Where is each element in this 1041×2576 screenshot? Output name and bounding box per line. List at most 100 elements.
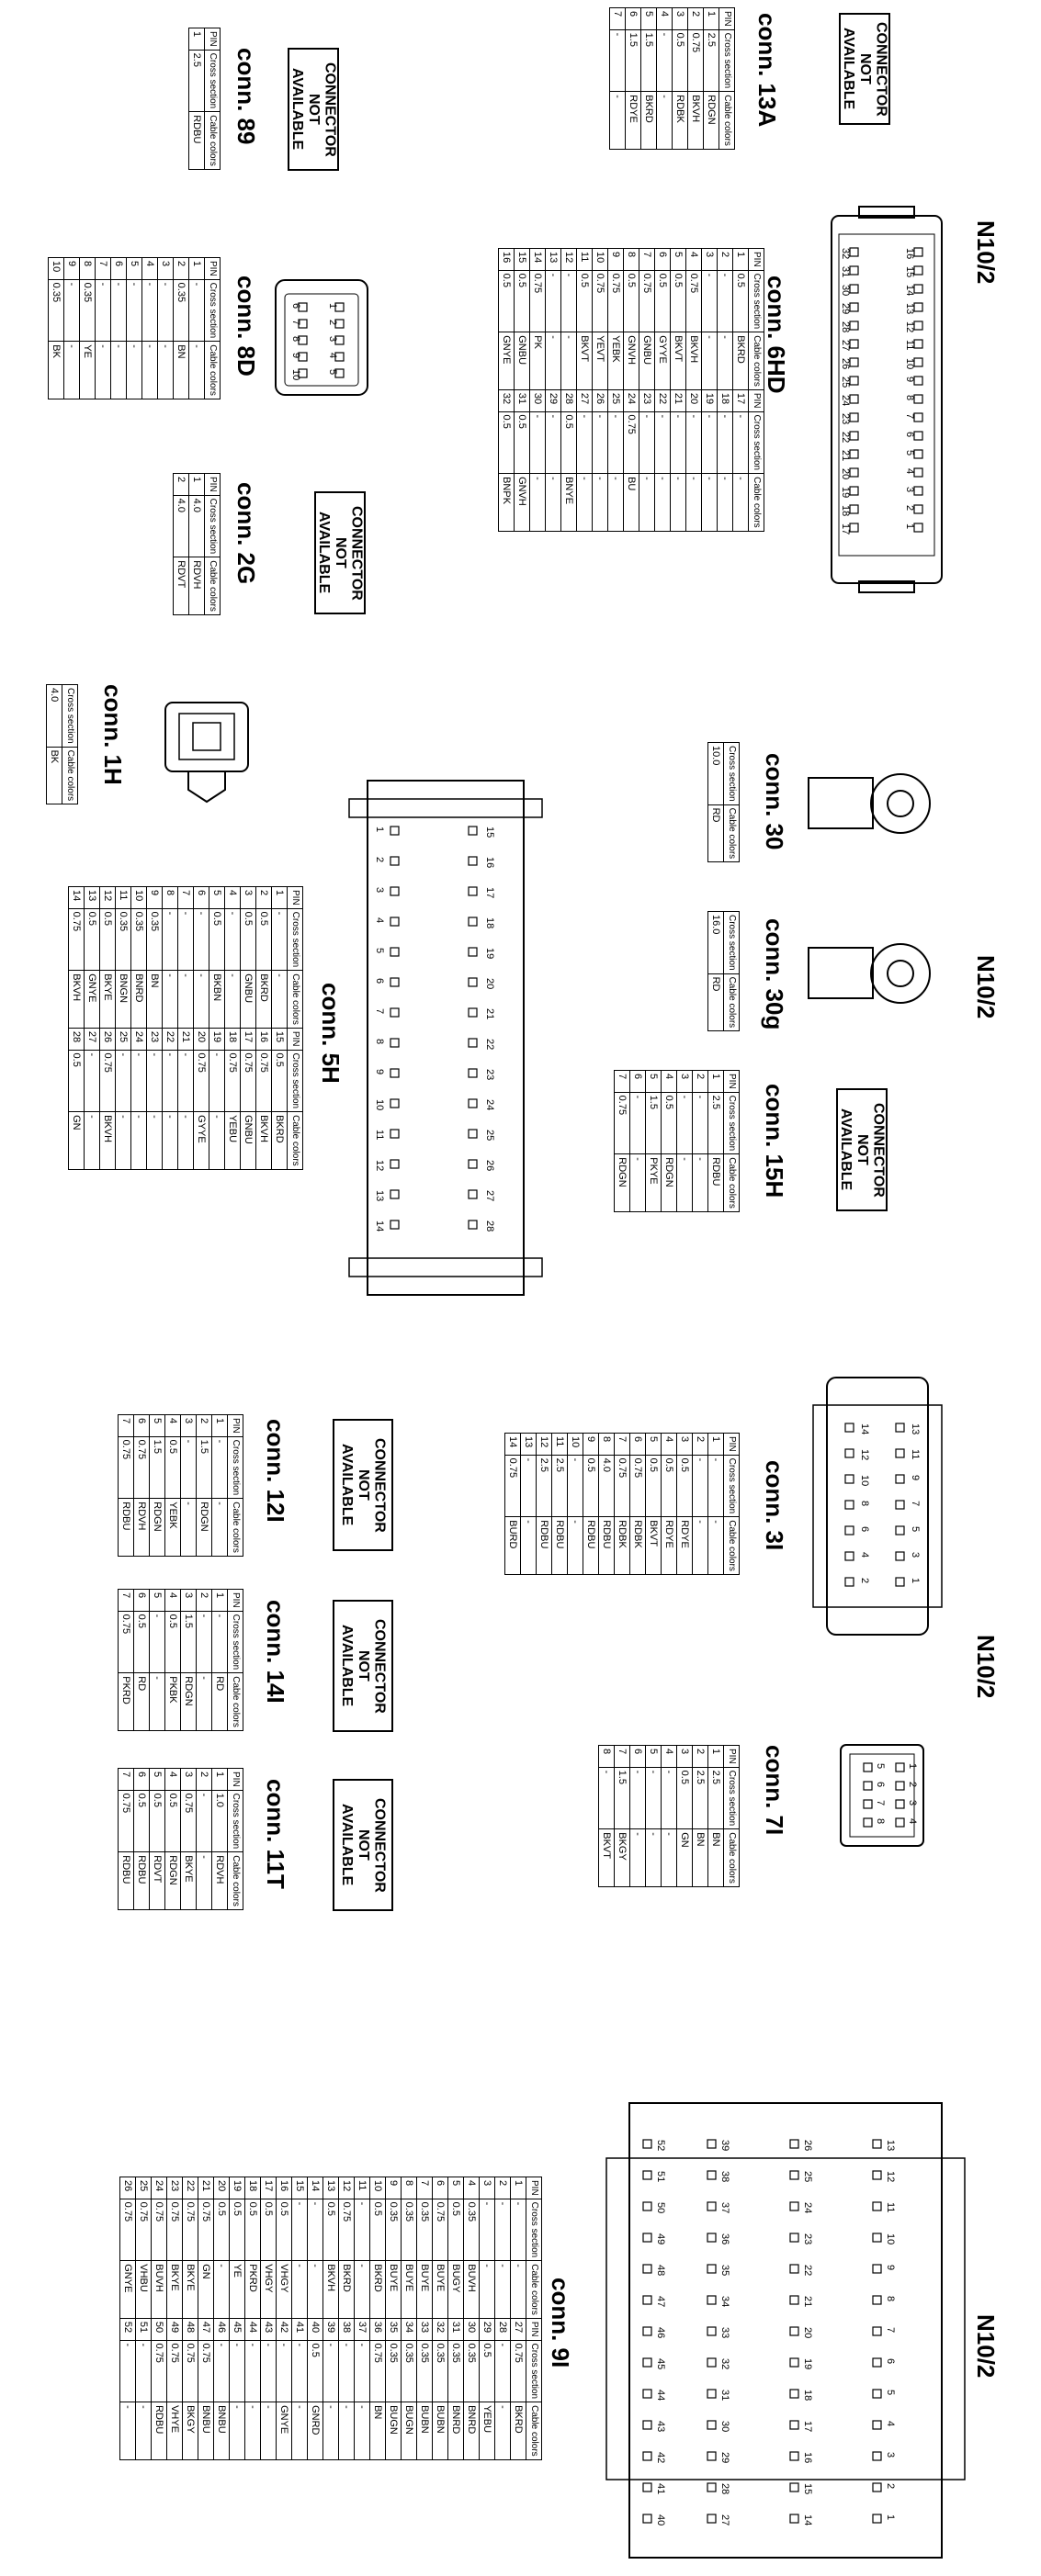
table-cell: 7 [118, 1414, 134, 1437]
table-cell: 4.0 [598, 1455, 615, 1517]
na-line: AVAILABLE [316, 512, 333, 594]
table-cell: BN [173, 341, 189, 399]
table-cell: - [157, 341, 174, 399]
header-pin: PIN [723, 1433, 740, 1456]
connector-30-drawing [808, 773, 931, 834]
pin-socket [895, 1781, 905, 1791]
table-cell: 0.75 [592, 270, 608, 332]
header-cable: Cable colors [719, 91, 735, 150]
table-cell: - [629, 1092, 646, 1154]
table-cell: 7 [95, 257, 111, 280]
pin-number: 24 [484, 1099, 495, 1110]
table-cell: - [629, 1767, 646, 1829]
table-cell: - [177, 1050, 194, 1112]
table-cell: 2.5 [692, 1767, 708, 1829]
pin-socket [849, 357, 859, 367]
header-pin: PIN [227, 1414, 243, 1437]
pin-number: 6 [885, 2358, 896, 2364]
table-cell: BU [623, 473, 639, 532]
table-cell: - [211, 1436, 228, 1499]
table-cell: 4 [661, 1745, 677, 1768]
table-cell: - [592, 473, 608, 532]
table-cell: 0.5 [732, 270, 749, 332]
pin-number: 25 [840, 377, 851, 388]
table-cell: 1 [707, 1433, 724, 1456]
table-row: 7--21-- [177, 886, 194, 1170]
table-cell: RDGN [703, 91, 719, 150]
table-row: 6-- [629, 1070, 646, 1212]
pin-number: 1 [907, 1763, 918, 1769]
table-cell: BNPK [498, 473, 515, 532]
header-cross: Cross section [526, 2199, 542, 2261]
pin-number: 32 [719, 2358, 730, 2369]
table-cell: 0.75 [198, 2340, 214, 2402]
pin-socket [913, 357, 923, 367]
pin-number: 28 [484, 1221, 495, 1232]
header-cross: Cross section [719, 29, 735, 92]
table-cell: 0.75 [639, 270, 655, 332]
table-cell: BNRD [130, 970, 147, 1029]
table-cell: 11 [354, 2177, 370, 2199]
table-cell: BKVH [68, 970, 85, 1029]
conn-15H-title: conn. 15H [761, 1084, 788, 1198]
table-cell: 0.35 [401, 2199, 417, 2261]
table-cell: 27 [510, 2318, 526, 2341]
pin-socket [872, 2201, 882, 2211]
table-cell: BUGN [401, 2402, 417, 2460]
pin-socket [390, 1038, 400, 1048]
table-row: 2-- [692, 1433, 708, 1575]
table-cell: - [701, 270, 718, 332]
table-cell: RDBU [151, 2402, 167, 2460]
table-cell: 9 [607, 248, 624, 271]
header-pin: PIN [723, 1745, 740, 1768]
table-cell: 10 [592, 248, 608, 271]
pin-socket [789, 2264, 799, 2274]
pin-socket [707, 2389, 717, 2399]
pin-number: 14 [904, 285, 915, 296]
conn-7I-title: conn. 7I [761, 1745, 788, 1836]
pin-number: 9 [904, 377, 915, 382]
pin-socket [913, 431, 923, 441]
pin-number: 6 [904, 432, 915, 437]
pin-socket [468, 1098, 478, 1108]
pin-socket [390, 917, 400, 927]
pin-socket [789, 2139, 799, 2149]
conn-3I-title-wrap: conn. 3I [760, 1460, 788, 1550]
table-row: 9-- [63, 257, 80, 399]
table-cell: 2 [196, 1589, 212, 1612]
table-cell: 17 [240, 1028, 256, 1051]
pin-number: 17 [840, 523, 851, 534]
pin-socket [863, 1762, 873, 1772]
table-cell: - [598, 1767, 615, 1829]
table-cell: 30 [463, 2318, 480, 2341]
table-cell: BNYE [560, 473, 577, 532]
table-row: 8--22-- [162, 886, 178, 1170]
table-cell: 0.5 [133, 1790, 150, 1852]
pin-socket [390, 947, 400, 957]
table-cell: 6 [432, 2177, 448, 2199]
table-cell: 0.75 [118, 1790, 134, 1852]
table-cell: 6 [625, 7, 641, 30]
pin-number: 43 [655, 2421, 666, 2432]
table-cell: - [639, 473, 655, 532]
pin-socket [390, 1189, 400, 1199]
table-cell: 24 [151, 2177, 167, 2199]
table-cell: 22 [654, 389, 671, 412]
pin-number: 10 [290, 369, 301, 380]
pin-socket [789, 2482, 799, 2492]
header-cross: Cross section [287, 908, 303, 971]
table-cell: 14 [529, 248, 546, 271]
